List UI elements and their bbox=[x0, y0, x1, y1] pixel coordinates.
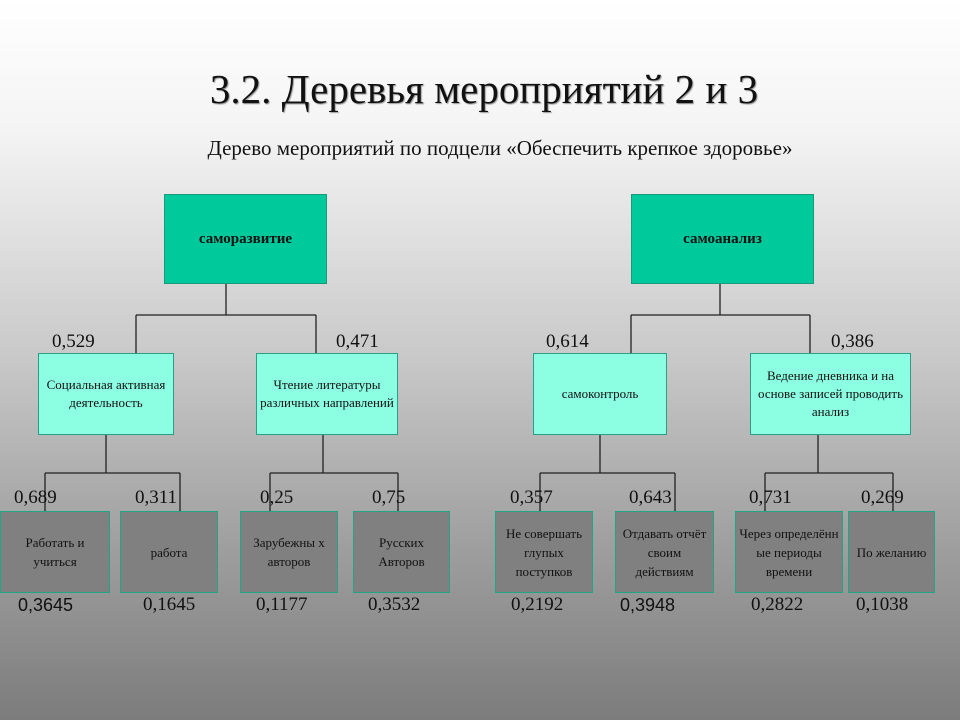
weight-label: 0,689 bbox=[14, 487, 57, 508]
weight-label: 0,25 bbox=[260, 487, 294, 508]
weight-label: 0,269 bbox=[861, 487, 904, 508]
result-value: 0,1038 bbox=[856, 594, 909, 615]
weight-label: 0,529 bbox=[52, 331, 95, 352]
result-value: 0,3645 bbox=[18, 595, 74, 615]
result-value: 0,2192 bbox=[511, 594, 564, 615]
slide-subtitle: Дерево мероприятий по подцели «Обеспечит… bbox=[207, 136, 793, 160]
event-box: Русских Авторов bbox=[353, 511, 450, 593]
subgoal-box: Чтение литературы различных направлений bbox=[256, 353, 398, 435]
weight-label: 0,731 bbox=[749, 487, 792, 508]
weight-label: 0,357 bbox=[510, 487, 553, 508]
weight-label: 0,311 bbox=[135, 487, 178, 508]
goal-box: саморазвитие bbox=[164, 194, 327, 284]
goal-box: самоанализ bbox=[631, 194, 814, 284]
weight-label: 0,614 bbox=[546, 331, 589, 352]
result-value: 0,1645 bbox=[143, 594, 196, 615]
result-value: 0,1177 bbox=[256, 594, 308, 615]
weight-label: 0,386 bbox=[831, 331, 874, 352]
event-box: работа bbox=[120, 511, 218, 593]
result-value: 0,3948 bbox=[620, 595, 676, 615]
event-box: Отдавать отчёт своим действиям bbox=[615, 511, 714, 593]
result-value: 0,3532 bbox=[368, 594, 421, 615]
subgoal-box: Социальная активная деятельность bbox=[38, 353, 174, 435]
subgoal-box: самоконтроль bbox=[533, 353, 667, 435]
weight-label: 0,471 bbox=[336, 331, 379, 352]
result-value: 0,2822 bbox=[751, 594, 804, 615]
event-box: Работать и учиться bbox=[0, 511, 110, 593]
event-box: По желанию bbox=[848, 511, 935, 593]
weight-label: 0,643 bbox=[629, 487, 672, 508]
slide-title: 3.2. Деревья мероприятий 2 и 3 bbox=[209, 66, 759, 112]
event-box: Не совершать глупых поступков bbox=[495, 511, 593, 593]
weight-label: 0,75 bbox=[372, 487, 406, 508]
event-box: Зарубежны х авторов bbox=[240, 511, 338, 593]
subgoal-box: Ведение дневника и на основе записей про… bbox=[750, 353, 911, 435]
event-box: Через определённ ые периоды времени bbox=[735, 511, 843, 593]
